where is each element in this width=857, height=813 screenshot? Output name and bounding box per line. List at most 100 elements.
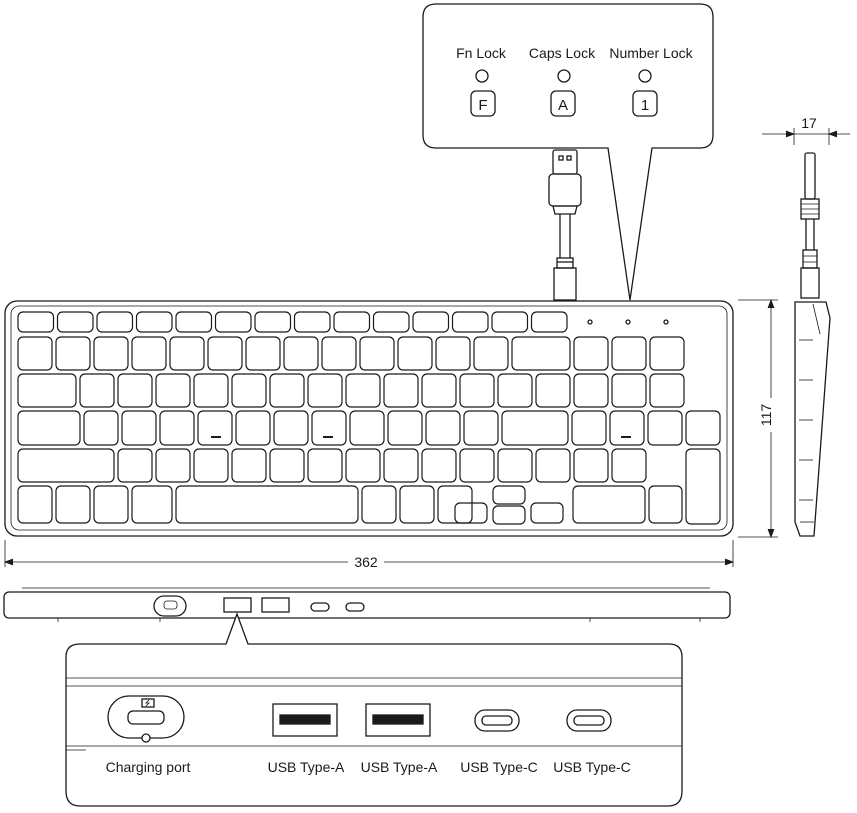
- keyboard-key: [283, 336, 319, 371]
- keyboard-key: [573, 336, 609, 371]
- keyboard-key: [437, 485, 473, 524]
- usb-c-port-small: [345, 602, 365, 612]
- keyboard-key: [497, 373, 533, 408]
- usb-type-a-port: [365, 703, 431, 737]
- keyboard-key: [349, 410, 385, 446]
- usb-c-label-2: USB Type-C: [553, 759, 631, 775]
- keyboard-key: [17, 336, 53, 371]
- keyboard-key: [193, 373, 229, 408]
- caps-key-icon: [550, 90, 576, 117]
- keyboard-key: [421, 448, 457, 483]
- keyboard-key: [155, 448, 191, 483]
- keyboard-key: [530, 502, 564, 524]
- number-key-glyph: 1: [641, 97, 649, 114]
- keyboard-key: [17, 448, 115, 483]
- charging-port-small: [153, 595, 187, 617]
- keyboard-key: [93, 336, 129, 371]
- keyboard-key: [245, 336, 281, 371]
- keyboard-key: [649, 373, 685, 408]
- keyboard-key: [175, 311, 213, 333]
- number-lock-label: Number Lock: [609, 45, 693, 61]
- keyboard-key: [55, 336, 91, 371]
- usb-type-c-port: [474, 709, 520, 732]
- height-value: 117: [758, 404, 774, 427]
- keyboard-key: [421, 373, 457, 408]
- keyboard-key: [459, 448, 495, 483]
- keyboard-key: [425, 410, 461, 446]
- keyboard-key: [231, 373, 267, 408]
- ports-callout: Charging port USB Type-A USB Type-A USB …: [65, 612, 683, 807]
- keyboard-key: [383, 448, 419, 483]
- keyboard-key: [135, 311, 173, 333]
- usb-type-c-port: [566, 709, 612, 732]
- keyboard-key: [214, 311, 252, 333]
- keyboard-key: [359, 336, 395, 371]
- caps-key-glyph: A: [558, 97, 568, 114]
- usb-a-label-1: USB Type-A: [268, 759, 345, 775]
- keyboard-key: [17, 311, 55, 333]
- width-value: 362: [354, 554, 378, 570]
- keyboard-key: [649, 336, 685, 371]
- keyboard-key: [572, 485, 646, 524]
- keyboard-key: [93, 485, 129, 524]
- caps-lock-label: Caps Lock: [529, 45, 596, 61]
- indicator-callout: Fn Lock Caps Lock Number Lock F A 1: [422, 3, 714, 301]
- keyboard-key: [17, 373, 77, 408]
- height-dimension: 117: [738, 298, 780, 539]
- keyboard-key: [399, 485, 435, 524]
- keyboard-key: [321, 336, 357, 371]
- keyboard-key: [611, 373, 647, 408]
- keyboard-key: [155, 373, 191, 408]
- keyboard-key: [491, 311, 529, 333]
- number-key-icon: [632, 90, 658, 117]
- keyboard-key: [412, 311, 450, 333]
- keyboard-top-view: [4, 300, 734, 537]
- keyboard-key: [231, 448, 267, 483]
- fn-lock-led: [475, 69, 489, 83]
- keyboard-key: [387, 410, 423, 446]
- keyboard-key: [435, 336, 471, 371]
- keyboard-key: [269, 448, 305, 483]
- width-dimension: 362: [3, 540, 735, 571]
- caps-lock-led: [557, 69, 571, 83]
- keyboard-key: [611, 336, 647, 371]
- keyboard-key: [193, 448, 229, 483]
- keyboard-key: [254, 311, 292, 333]
- fn-lock-label: Fn Lock: [456, 45, 507, 61]
- keyboard-key: [17, 485, 53, 524]
- keyboard-key: [451, 311, 489, 333]
- usb-a-port-small: [223, 597, 252, 613]
- keyboard-key: [273, 410, 309, 446]
- keyboard-key: [333, 311, 371, 333]
- keyboard-key: [573, 373, 609, 408]
- keyboard-key: [293, 311, 331, 333]
- keyboard-key: [269, 373, 305, 408]
- keyboard-key: [492, 505, 526, 525]
- number-lock-led: [638, 69, 652, 83]
- keyboard-back-view: [3, 587, 731, 622]
- keyboard-key: [117, 448, 153, 483]
- keyboard-key: [56, 311, 94, 333]
- keyboard-key: [345, 448, 381, 483]
- keyboard-key: [397, 336, 433, 371]
- keyboard-key: [459, 373, 495, 408]
- keyboard-key: [511, 336, 571, 371]
- keyboard-key: [383, 373, 419, 408]
- keyboard-key: [647, 410, 683, 446]
- charging-bolt-icon: [141, 698, 155, 708]
- keyboard-key: [83, 410, 119, 446]
- keyboard-key: [454, 502, 488, 524]
- keyboard-key: [648, 485, 683, 524]
- fn-key-icon: [470, 90, 496, 117]
- keyboard-key: [17, 410, 81, 446]
- keyboard-key: [685, 448, 721, 525]
- keyboard-key: [131, 336, 167, 371]
- usb-type-a-port: [272, 703, 338, 737]
- keyboard-key: [573, 448, 609, 483]
- keyboard-key: [372, 311, 410, 333]
- keyboard-key: [117, 373, 153, 408]
- keyboard-key: [535, 373, 571, 408]
- key-grid: [17, 311, 721, 525]
- keyboard-key: [235, 410, 271, 446]
